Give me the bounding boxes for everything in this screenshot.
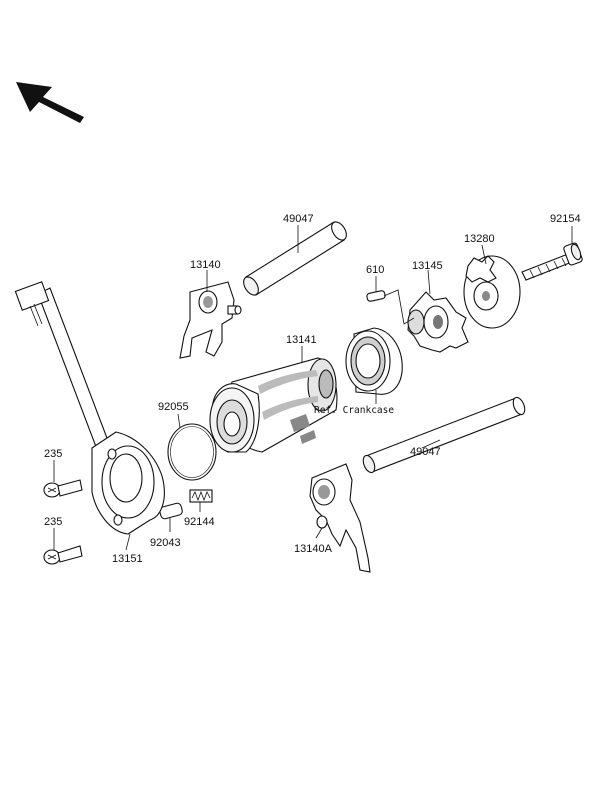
dowel bbox=[159, 502, 183, 520]
label-holder: 13280 bbox=[464, 233, 495, 245]
bolt-lower bbox=[43, 545, 83, 565]
label-bolt-right: 92154 bbox=[550, 213, 581, 225]
o-ring bbox=[167, 423, 217, 481]
label-ref-crankcase: Ref. Crankcase bbox=[314, 405, 394, 416]
leader-lines bbox=[53, 225, 573, 551]
label-drum: 13141 bbox=[286, 334, 317, 346]
pin bbox=[366, 290, 386, 302]
shift-rod-lower bbox=[362, 396, 526, 474]
label-sensor: 13151 bbox=[112, 553, 143, 565]
gear-position-sensor bbox=[14, 281, 165, 535]
bearing bbox=[345, 327, 403, 395]
arrow-northwest-icon bbox=[16, 82, 84, 123]
label-pin: 610 bbox=[366, 264, 384, 276]
shift-fork-upper bbox=[179, 281, 242, 359]
holder bbox=[463, 255, 521, 329]
label-rod-upper: 49047 bbox=[283, 213, 314, 225]
label-rod-lower: 49047 bbox=[410, 446, 441, 458]
shift-rod-upper bbox=[243, 221, 347, 296]
label-fork-upper: 13140 bbox=[190, 259, 221, 271]
label-spring: 92144 bbox=[184, 516, 215, 528]
label-bolt-lower: 235 bbox=[44, 516, 62, 528]
cam-plate bbox=[407, 291, 469, 353]
label-bolt-upper: 235 bbox=[44, 448, 62, 460]
shift-fork-lower bbox=[309, 463, 371, 573]
label-fork-lower: 13140A bbox=[294, 543, 333, 555]
spring bbox=[189, 489, 213, 503]
bolt-upper bbox=[43, 479, 83, 498]
label-cam-plate: 13145 bbox=[412, 260, 443, 272]
label-o-ring: 92055 bbox=[158, 401, 189, 413]
label-dowel: 92043 bbox=[150, 537, 181, 549]
bolt-right bbox=[521, 242, 583, 281]
shift-drum bbox=[209, 357, 338, 453]
